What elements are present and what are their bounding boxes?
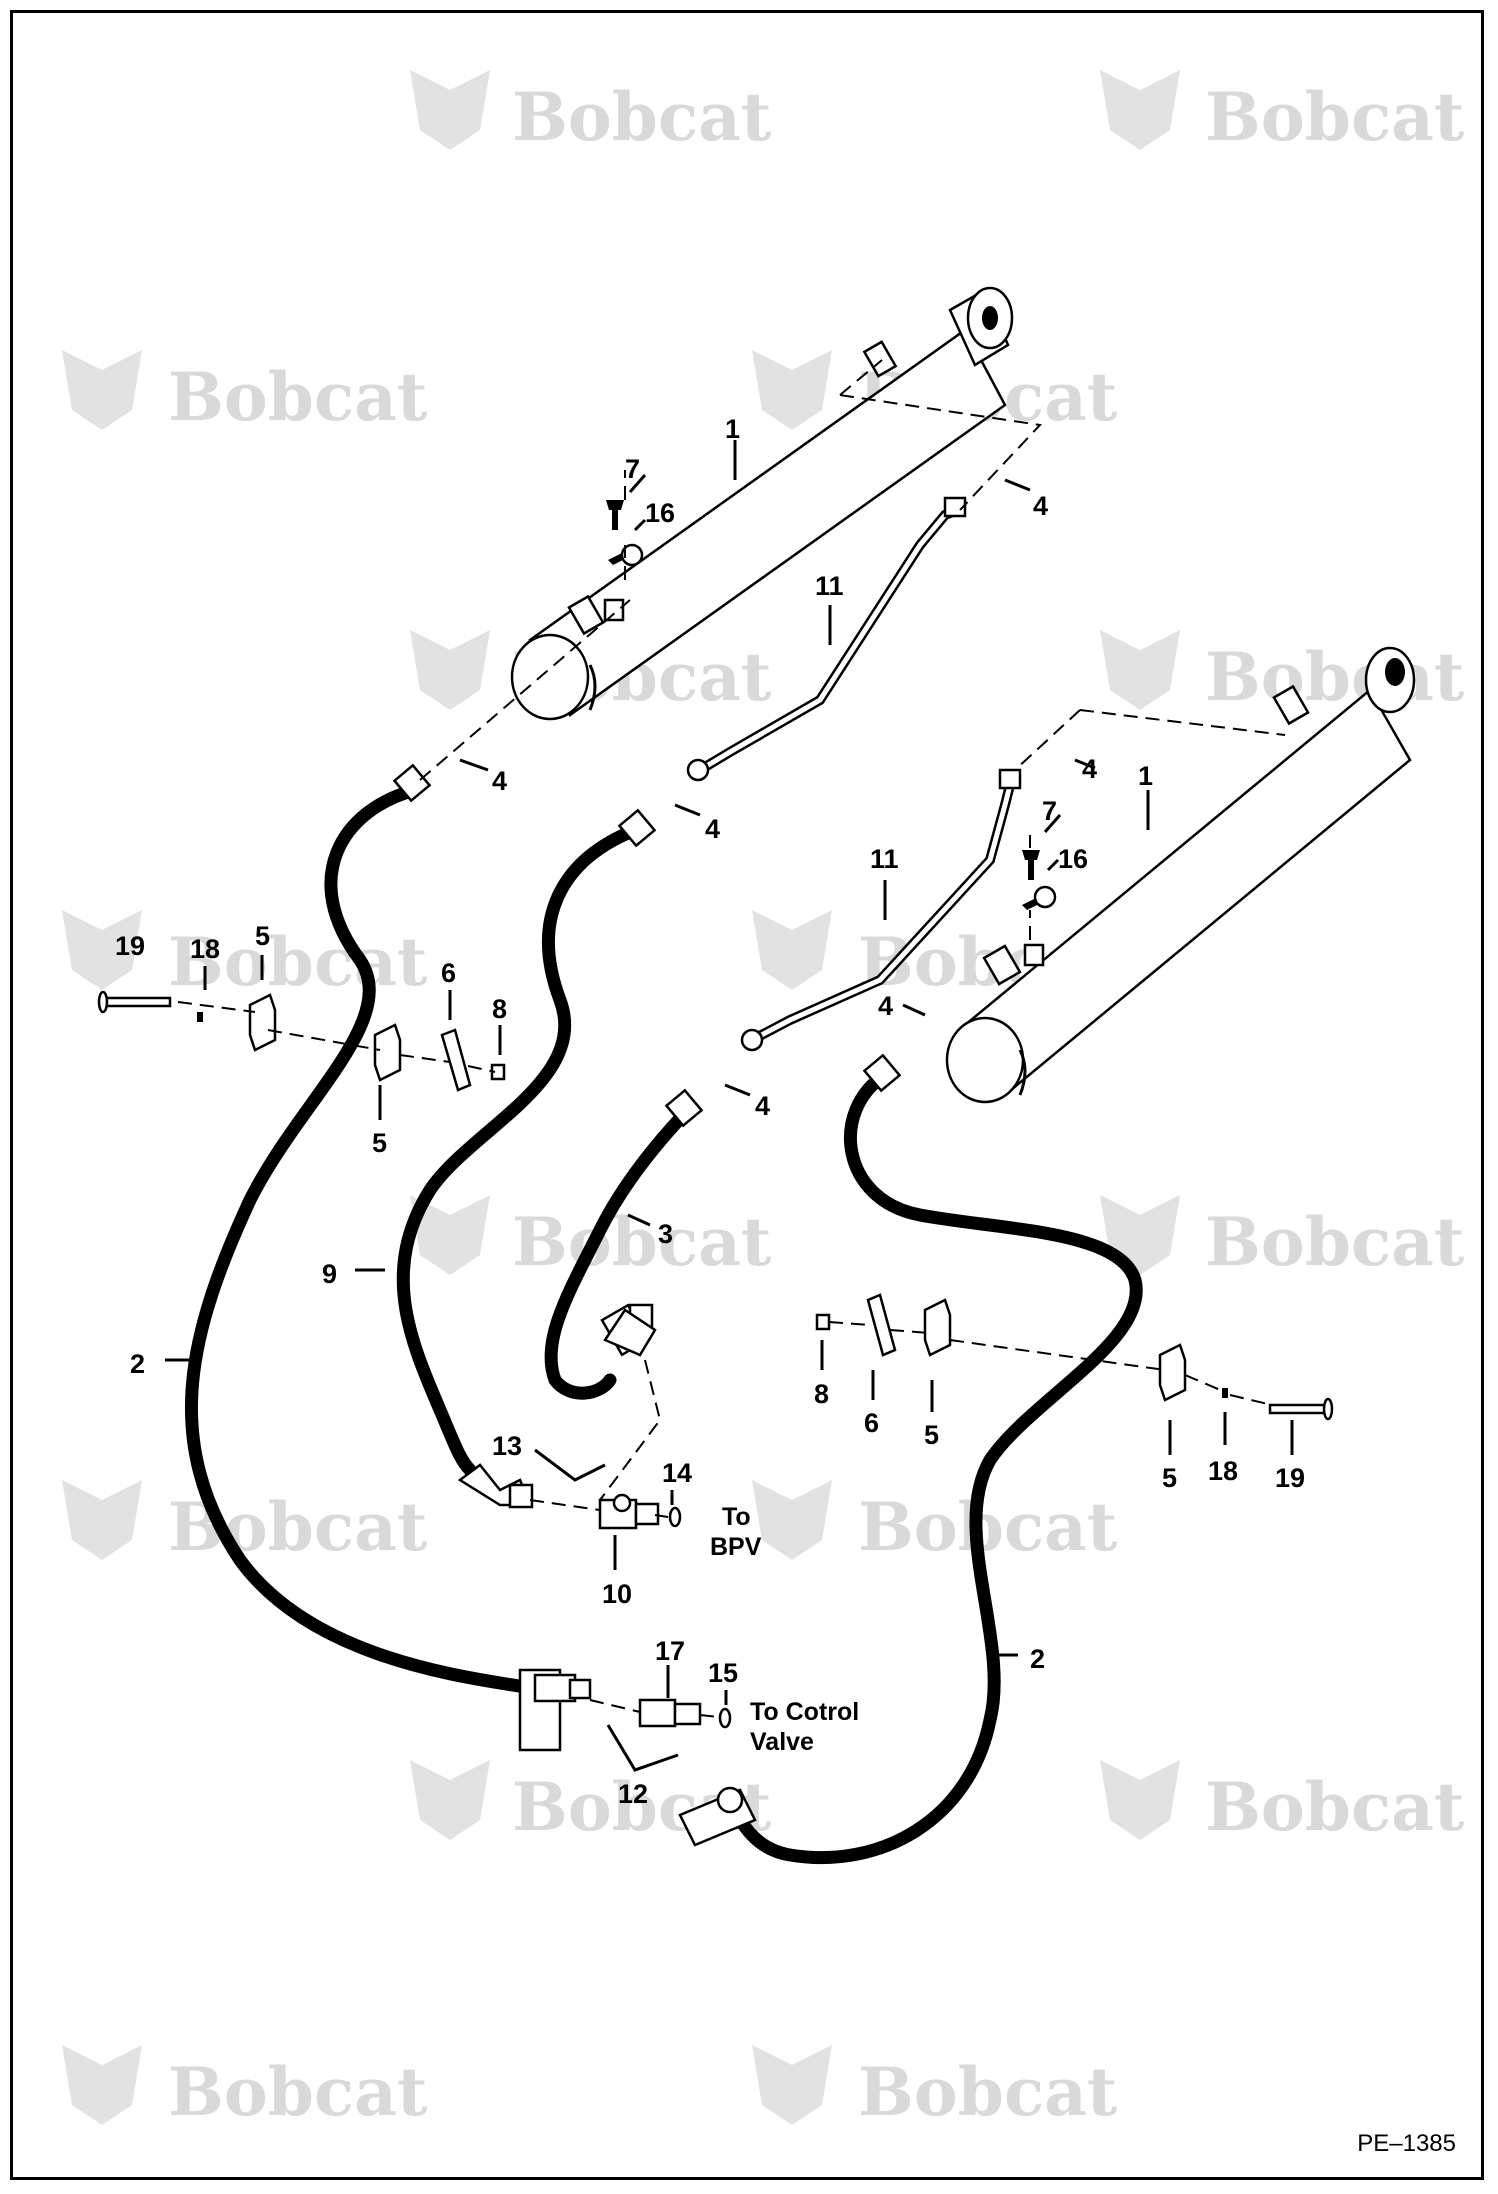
callout-5: 5 xyxy=(1162,1463,1177,1493)
callout-16: 16 xyxy=(645,498,675,528)
fitting-3-elbow xyxy=(603,1308,657,1357)
callout-4: 4 xyxy=(878,991,893,1021)
lower-cylinder xyxy=(945,646,1416,1104)
tee-fitting-right xyxy=(678,1786,757,1847)
svg-text:Bobcat: Bobcat xyxy=(168,2053,428,2131)
callout-4: 4 xyxy=(755,1091,770,1121)
watermark: Bobcat xyxy=(62,1480,428,1566)
svg-text:Bobcat: Bobcat xyxy=(1205,638,1465,716)
callout-5: 5 xyxy=(255,921,270,951)
callout-19: 19 xyxy=(1275,1463,1305,1493)
fitting-17 xyxy=(638,1698,732,1729)
callout-1: 1 xyxy=(725,414,740,444)
svg-text:Bobcat: Bobcat xyxy=(168,358,428,436)
callout-2: 2 xyxy=(1030,1644,1045,1674)
callout-8: 8 xyxy=(814,1379,829,1409)
watermark: Bobcat xyxy=(62,910,428,1001)
diagram-frame xyxy=(10,10,1484,2180)
callout-4: 4 xyxy=(705,814,720,844)
hose-2-left xyxy=(184,783,547,1697)
callout-7: 7 xyxy=(625,454,640,484)
callout-15: 15 xyxy=(708,1658,738,1688)
callout-4: 4 xyxy=(492,766,507,796)
svg-text:Bobcat: Bobcat xyxy=(1205,1768,1465,1846)
leader-lines xyxy=(165,440,1294,1772)
svg-text:Bobcat: Bobcat xyxy=(512,78,772,156)
callout-1: 1 xyxy=(1138,761,1153,791)
callout-18: 18 xyxy=(1208,1456,1238,1486)
svg-text:Bobcat: Bobcat xyxy=(1205,1203,1465,1281)
callout-8: 8 xyxy=(492,994,507,1024)
callout-3: 3 xyxy=(658,1219,673,1249)
callout-14: 14 xyxy=(662,1458,692,1488)
watermark: Bobcat xyxy=(410,70,772,156)
hose-3 xyxy=(544,1103,695,1400)
watermark: Bobcat xyxy=(1100,70,1465,156)
watermark: Bobcat xyxy=(1100,1195,1465,1281)
tee-fitting-left xyxy=(518,1668,592,1752)
tube-11-upper xyxy=(686,496,967,782)
svg-text:Bobcat: Bobcat xyxy=(1205,78,1465,156)
callout-11: 11 xyxy=(870,844,899,874)
note-to-control-valve: To Cotrol xyxy=(750,1698,859,1726)
watermark: Bobcat xyxy=(752,2045,1118,2131)
hose-2-right xyxy=(728,1068,1143,1865)
dashed-connections xyxy=(177,359,1286,1718)
callout-18: 18 xyxy=(190,934,220,964)
notes: To BPV To Cotrol Valve xyxy=(710,1503,859,1756)
callout-10: 10 xyxy=(602,1579,632,1609)
clamp-assembly-left xyxy=(97,990,506,1092)
callout-5: 5 xyxy=(924,1420,939,1450)
fitting-10 xyxy=(598,1493,682,1530)
note-to-bpv: To xyxy=(722,1503,751,1531)
callout-4: 4 xyxy=(1033,491,1048,521)
callout-19: 19 xyxy=(115,931,145,961)
callout-4: 4 xyxy=(1082,754,1097,784)
callout-6: 6 xyxy=(441,958,456,988)
watermark: Bobcat xyxy=(752,1480,1118,1566)
callout-7: 7 xyxy=(1042,796,1057,826)
bolt-washer-lower xyxy=(1022,850,1057,910)
drawing-number: PE–1385 xyxy=(1357,2130,1456,2157)
svg-text:Bobcat: Bobcat xyxy=(168,923,428,1001)
callout-12: 12 xyxy=(618,1779,648,1809)
watermark: Bobcat xyxy=(410,1195,772,1281)
clamp-assembly-right xyxy=(815,1293,1334,1421)
callout-2: 2 xyxy=(130,1349,145,1379)
svg-text:Bobcat: Bobcat xyxy=(858,1488,1118,1566)
callout-6: 6 xyxy=(864,1408,879,1438)
watermark: Bobcat xyxy=(1100,630,1465,716)
callout-13: 13 xyxy=(492,1431,522,1461)
note-to-bpv: BPV xyxy=(710,1533,762,1561)
note-to-control-valve: Valve xyxy=(750,1728,814,1756)
svg-text:Bobcat: Bobcat xyxy=(512,1203,772,1281)
callout-5: 5 xyxy=(372,1128,387,1158)
watermark: Bobcat xyxy=(410,1760,772,1846)
fitting-13 xyxy=(457,1463,534,1509)
hose-9 xyxy=(396,823,642,1477)
callouts: 1 1 7 7 16 16 11 11 4 4 4 4 4 4 3 9 2 2 … xyxy=(115,414,1305,1809)
bolt-washer-upper xyxy=(606,500,644,567)
watermark: Bobcat xyxy=(62,2045,428,2131)
upper-cylinder xyxy=(510,286,1014,721)
watermark: Bobcat xyxy=(1100,1760,1465,1846)
callout-9: 9 xyxy=(322,1259,337,1289)
callout-16: 16 xyxy=(1058,844,1088,874)
tube-11-lower xyxy=(740,768,1022,1052)
watermark: Bobcat xyxy=(62,350,428,436)
callout-17: 17 xyxy=(655,1636,685,1666)
svg-text:Bobcat: Bobcat xyxy=(858,2053,1118,2131)
callout-11: 11 xyxy=(815,571,844,601)
